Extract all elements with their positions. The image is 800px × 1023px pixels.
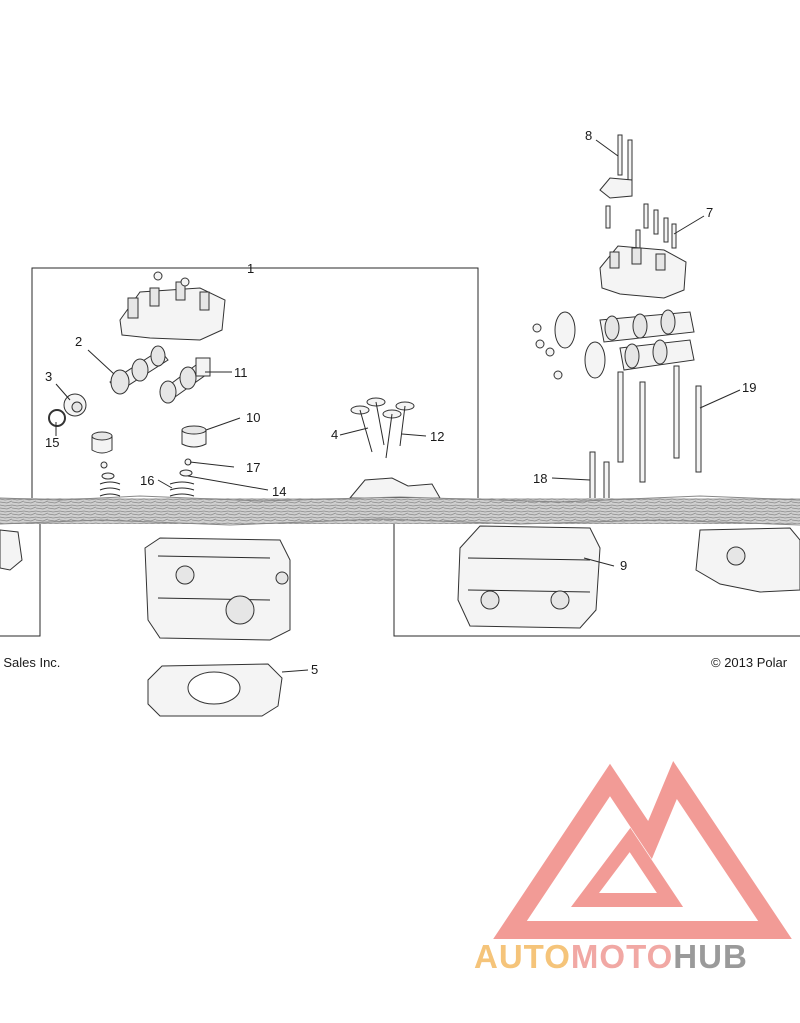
cylinder-head-right	[457, 525, 601, 629]
head-bolts-long	[617, 365, 702, 483]
callout-5: 5	[311, 662, 318, 677]
callout-2: 2	[75, 334, 82, 349]
cylinder-head-partial-right	[695, 527, 800, 593]
cam-carrier-right	[599, 245, 687, 299]
logo-part-hub: HUB	[673, 938, 748, 975]
cylinder-head-partial-left	[0, 529, 23, 571]
callout-11: 11	[234, 365, 248, 380]
cam-carrier-bolts	[605, 203, 677, 253]
camshaft-intake	[109, 345, 169, 395]
callouts: 1 2 3 4 5 7 8 9 10 11 12 14 15 16 17 18 …	[45, 128, 756, 677]
housing-part	[348, 477, 441, 499]
group-box-right	[393, 518, 800, 637]
callout-14: 14	[272, 484, 286, 499]
logo-part-moto: MOTO	[570, 938, 674, 975]
head-bolts-short	[589, 451, 610, 503]
callout-10: 10	[246, 410, 260, 425]
valves	[350, 397, 415, 459]
valve-buckets	[91, 425, 207, 454]
callout-1: 1	[247, 261, 254, 276]
cam-bolts-top	[599, 134, 633, 199]
callout-3: 3	[45, 369, 52, 384]
callout-8: 8	[585, 128, 592, 143]
cam-sprockets	[554, 311, 606, 379]
callout-4: 4	[331, 427, 338, 442]
watermark-logo-text: AUTOMOTOHUB	[474, 938, 748, 976]
copyright-left: ris Sales Inc.	[0, 655, 61, 670]
callout-12: 12	[430, 429, 444, 444]
callout-15: 15	[45, 435, 59, 450]
camshafts-right	[599, 309, 695, 371]
group-box-left	[0, 512, 41, 637]
callout-16: 16	[140, 473, 154, 488]
head-gasket	[147, 663, 283, 717]
callout-9: 9	[620, 558, 627, 573]
callout-18: 18	[533, 471, 547, 486]
callout-7: 7	[706, 205, 713, 220]
callout-19: 19	[742, 380, 756, 395]
valve-springs	[99, 481, 195, 503]
cylinder-head-left	[144, 537, 291, 641]
copyright-right: © 2013 Polar	[711, 655, 788, 670]
leader-lines	[55, 139, 741, 673]
camshaft-exhaust	[159, 357, 211, 404]
callout-17: 17	[246, 460, 260, 475]
snap-ring	[48, 409, 66, 427]
watermark-logo-mark	[493, 761, 792, 939]
cam-carrier	[119, 271, 226, 341]
logo-part-auto: AUTO	[474, 938, 571, 975]
